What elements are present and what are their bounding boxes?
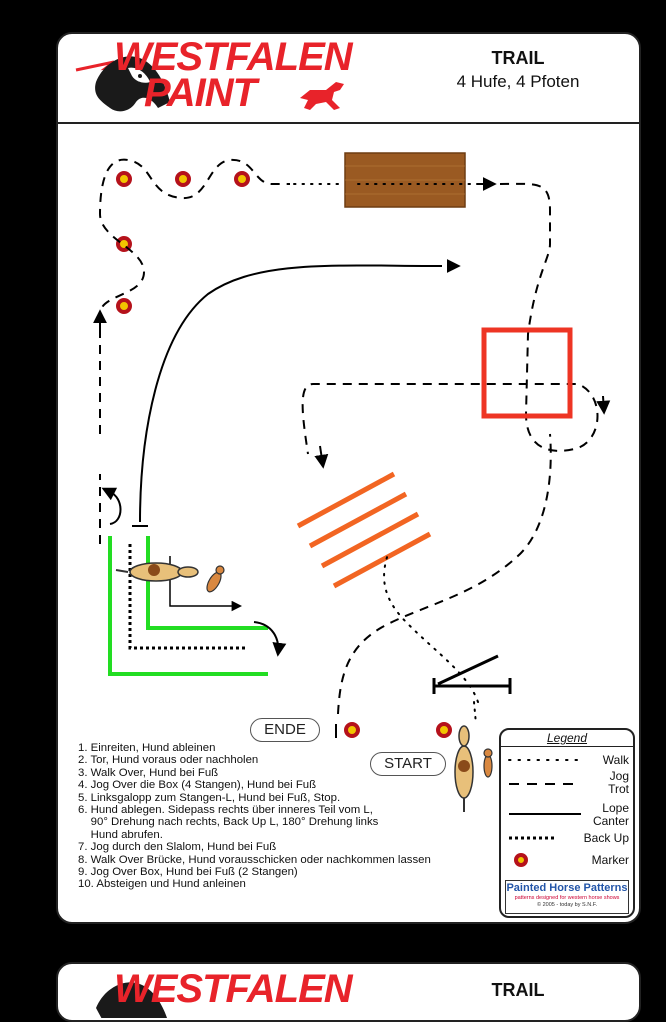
- instruction-item: 5. Linksgalopp zum Stangen-L, Hund bei F…: [78, 791, 341, 804]
- legend-marker: Marker: [591, 853, 629, 867]
- course-diagram: [93, 152, 611, 812]
- dog-at-start-icon: [483, 748, 493, 778]
- pattern-sheet: WESTFALEN PAINT TRAIL 4 Hufe, 4 Pfoten: [56, 32, 641, 924]
- backup-path: [128, 544, 248, 650]
- running-horse-icon: [300, 82, 344, 110]
- instruction-item: 10. Absteigen und Hund anleinen: [78, 878, 246, 891]
- instructions-list: 1. Einreiten, Hund ableinen 2. Tor, Hund…: [78, 742, 498, 891]
- marker-end: [344, 722, 360, 738]
- instruction-item: 7. Jog durch den Slalom, Hund bei Fuß: [78, 841, 277, 854]
- end-label: ENDE: [250, 718, 320, 742]
- horse-in-l-icon: [115, 562, 199, 582]
- legend-lope: Lope: [602, 801, 629, 815]
- legend-trot: Trot: [608, 782, 629, 796]
- box-four-poles: [481, 327, 573, 419]
- instruction-item: 8. Walk Over Brücke, Hund vorausschicken…: [78, 853, 431, 866]
- legend-canter: Canter: [592, 814, 629, 828]
- horse-at-start-icon: [454, 725, 474, 812]
- legend-walk: Walk: [602, 753, 629, 767]
- jog-path-slalom: [98, 158, 290, 544]
- instruction-item: Hund abrufen.: [78, 828, 163, 841]
- instruction-item: 9. Jog Over Box, Hund bei Fuß (2 Stangen…: [78, 866, 298, 879]
- legend: Legend Walk Jog Trot Lope Canter Back Up…: [499, 728, 635, 918]
- dog-icon: [206, 565, 225, 593]
- brand-name: Painted Horse Patterns: [506, 882, 628, 894]
- page-subtitle: 4 Hufe, 4 Pfoten: [456, 72, 580, 91]
- instruction-item: 90° Drehung nach rechts, Back Up L, 180°…: [78, 816, 379, 829]
- instruction-item: 1. Einreiten, Hund ableinen: [78, 742, 216, 754]
- page-title: TRAIL: [491, 48, 545, 68]
- legend-backup: Back Up: [583, 831, 629, 845]
- logo-text-line1: WESTFALEN: [114, 35, 353, 79]
- instruction-item: 4. Jog Over die Box (4 Stangen), Hund be…: [78, 779, 317, 792]
- second-page-title: TRAIL: [491, 980, 545, 1000]
- legend-title: Legend: [546, 731, 588, 745]
- brand-copyright: © 2005 - today by S.N.F.: [537, 902, 597, 908]
- l-poles: [108, 536, 268, 676]
- jog-path-start: [337, 433, 552, 715]
- instruction-item: 2. Tor, Hund voraus oder nachholen: [78, 754, 259, 767]
- marker-start: [436, 722, 452, 738]
- brand-box: Painted Horse Patterns patterns designed…: [505, 880, 629, 914]
- instruction-item: 3. Walk Over, Hund bei Fuß: [78, 766, 219, 779]
- marker-cones-top: [116, 171, 250, 314]
- horse-head-logo-icon: [75, 56, 170, 112]
- gate: [432, 654, 512, 694]
- logo-text-line2: PAINT: [144, 71, 257, 115]
- second-logo-text: WESTFALEN: [114, 967, 353, 1011]
- instruction-item: 6. Hund ablegen. Sidepass rechts über in…: [78, 804, 373, 817]
- walk-over-poles: [296, 471, 432, 589]
- legend-swatches: [508, 759, 582, 867]
- second-pattern-sheet: WESTFALEN TRAIL: [56, 962, 641, 1022]
- header-divider: [58, 122, 639, 124]
- lope-path: [139, 264, 443, 523]
- legend-jog: Jog: [609, 769, 629, 783]
- jog-path-right-loop: [301, 182, 599, 455]
- brand-tagline: patterns designed for western horse show…: [514, 895, 620, 901]
- legend-divider: [501, 746, 633, 747]
- start-label: START: [370, 752, 446, 776]
